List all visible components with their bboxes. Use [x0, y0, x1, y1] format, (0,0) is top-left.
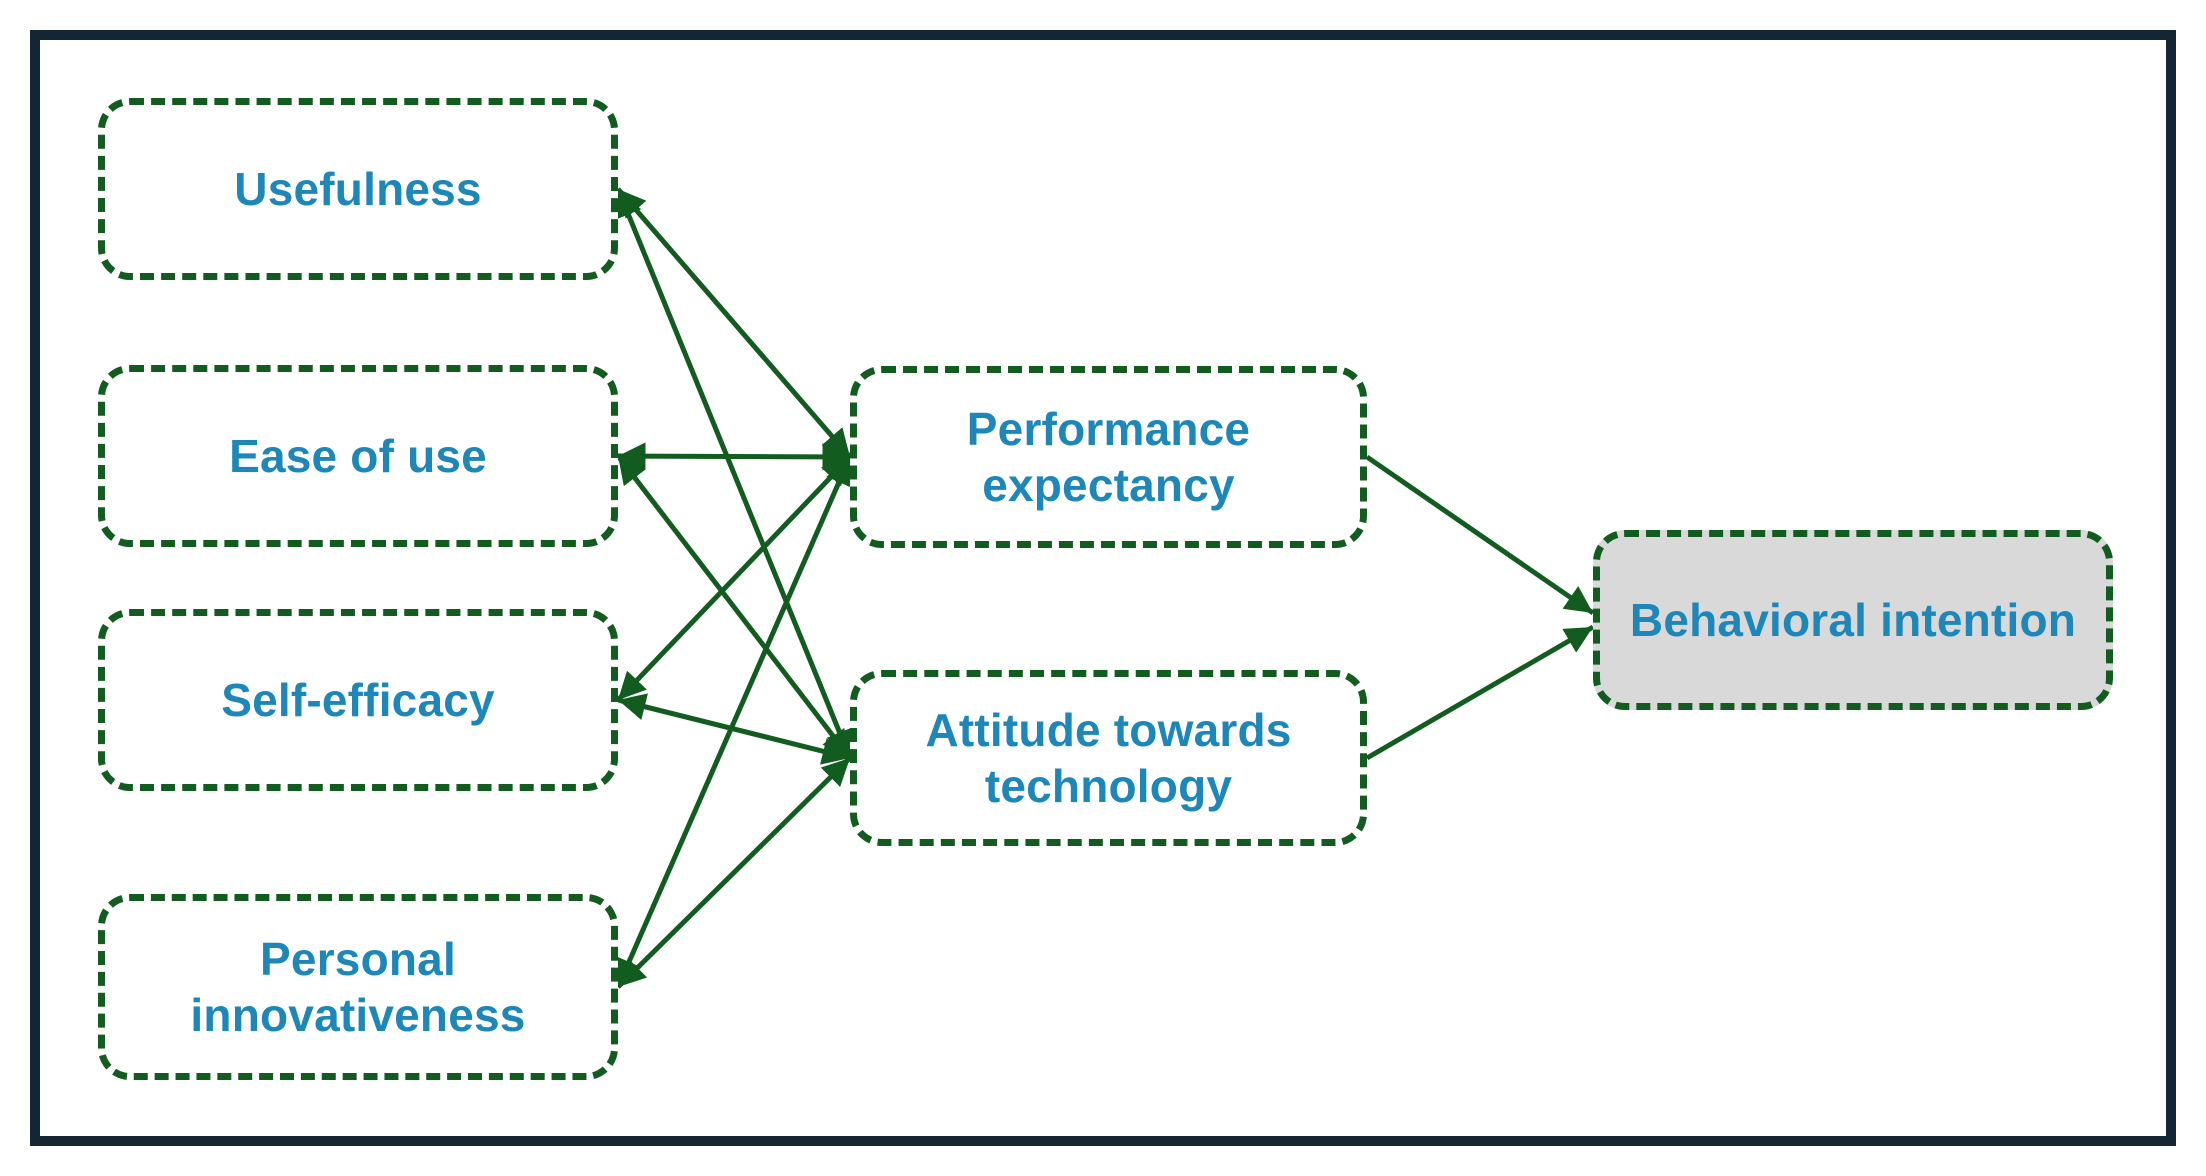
node-label: Usefulness — [234, 162, 482, 215]
node-label: Self-efficacy — [221, 673, 495, 726]
node-label: Ease of use — [229, 429, 487, 482]
node-self-efficacy: Self-efficacy — [98, 609, 618, 791]
node-attitude-towards-technology: Attitude towards technology — [850, 670, 1367, 846]
node-ease-of-use: Ease of use — [98, 365, 618, 547]
node-performance-expectancy: Performance expectancy — [850, 366, 1367, 548]
node-personal-innovativeness: Personal innovativeness — [98, 894, 618, 1080]
node-behavioral-intention: Behavioral intention — [1593, 530, 2113, 710]
node-label: Behavioral intention — [1629, 593, 2077, 646]
node-label: Attitude towards technology — [925, 703, 1292, 812]
node-usefulness: Usefulness — [98, 98, 618, 280]
node-label: Personal innovativeness — [190, 932, 526, 1041]
node-label: Performance expectancy — [966, 402, 1251, 511]
